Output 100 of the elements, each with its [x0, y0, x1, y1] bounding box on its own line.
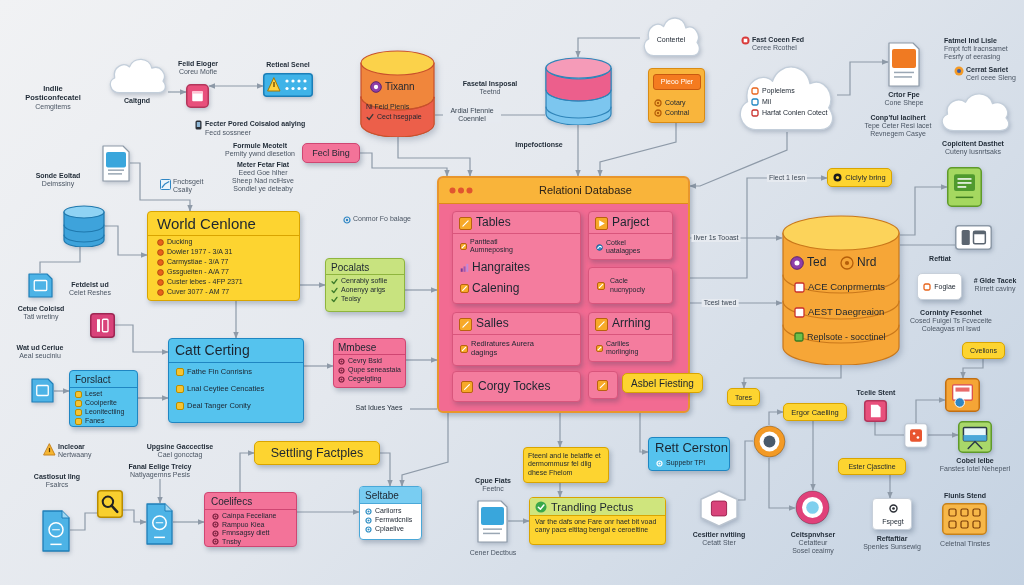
dice-icon	[904, 423, 928, 448]
card-panel	[204, 492, 297, 547]
connector-arrow	[689, 131, 788, 189]
list-item: Calening	[472, 282, 520, 296]
connector-arrow	[575, 124, 581, 177]
card-heading: Forslact	[75, 374, 111, 385]
connector-line	[874, 421, 905, 436]
card-heading: Salles	[476, 317, 509, 331]
card-panel	[333, 338, 406, 388]
connector-line	[39, 246, 81, 274]
connector-arrow	[507, 518, 530, 524]
connector-arrow	[405, 357, 438, 363]
connector-arrow	[597, 122, 677, 177]
connector-arrow	[104, 225, 148, 258]
document-icon	[477, 500, 508, 543]
connector-arrow	[927, 432, 959, 438]
document-icon	[146, 503, 173, 545]
node-text: Tixann	[385, 81, 415, 93]
card-panel	[147, 211, 300, 301]
connector-line	[409, 408, 438, 410]
ring-icon	[795, 490, 830, 525]
card-panel	[529, 497, 666, 545]
connector-arrow	[208, 83, 264, 89]
node-text: Replsote - socctinel	[807, 332, 886, 343]
connector-arrow	[114, 324, 169, 355]
connector-arrow	[575, 37, 641, 58]
card-heading: Pocalats	[331, 261, 370, 273]
monitor-icon	[958, 421, 992, 453]
connector-line	[899, 244, 956, 246]
connector-arrow	[167, 89, 187, 95]
connector-arrow	[741, 364, 842, 389]
connector-arrow	[899, 184, 948, 236]
node-text: Corgy Tockes	[478, 379, 551, 394]
connector-arrow	[768, 457, 796, 511]
card-panel	[359, 486, 422, 540]
connector-arrow	[299, 282, 326, 288]
label-tag: Fecl Bing	[302, 143, 360, 163]
hexagon-icon	[700, 490, 738, 527]
list-icon	[947, 167, 982, 207]
card-panel	[588, 211, 673, 260]
card-heading: Arrhing	[612, 317, 651, 331]
document-icon	[102, 145, 130, 182]
connector-arrow	[122, 509, 147, 525]
columns-icon	[90, 313, 115, 338]
connector-arrow	[557, 482, 563, 498]
search-icon	[97, 490, 123, 518]
document-icon	[31, 378, 54, 403]
node-text: Ted	[807, 256, 827, 270]
connector-arrow	[172, 519, 205, 525]
document-icon	[42, 510, 70, 552]
app-grid-icon	[942, 503, 987, 535]
connector-line	[69, 512, 98, 531]
label-tag: Asbel Fiesting	[622, 373, 703, 393]
card-heading: Coelifecs	[211, 496, 253, 507]
list-item: Hangraites	[472, 261, 531, 275]
connector-arrow	[639, 412, 649, 455]
connector-arrow	[404, 287, 438, 293]
card-panel	[452, 312, 581, 366]
card-heading: Trandling Pectus	[551, 500, 634, 514]
window-title: Relationi Database	[539, 184, 632, 196]
card-heading: Catt Certing	[175, 343, 250, 359]
connector-arrow	[239, 450, 255, 493]
connector-arrow	[379, 452, 393, 487]
connector-arrow	[960, 358, 984, 379]
card-panel	[69, 370, 138, 427]
connector-arrow	[137, 395, 169, 401]
connector-arrow	[399, 412, 449, 487]
image-icon	[945, 378, 980, 412]
label-tag: Settling Factples	[254, 441, 380, 465]
card-panel	[648, 437, 730, 471]
connector-arrow	[557, 412, 563, 448]
node-text: AEST Daegreaion	[808, 307, 885, 318]
connector-arrow	[397, 136, 473, 177]
card-heading: Mmbese	[338, 341, 377, 353]
document-icon	[28, 273, 53, 298]
connector-arrow	[810, 420, 816, 491]
label-tag	[827, 168, 892, 187]
card-heading: Rett Cerston	[655, 440, 728, 456]
connector-line	[737, 440, 754, 501]
connector-arrow	[157, 478, 163, 504]
connector-arrow	[768, 409, 784, 426]
target-icon	[753, 425, 786, 458]
warning-panel-icon	[263, 73, 313, 97]
connector-arrow	[296, 509, 360, 515]
connector-arrow	[233, 300, 239, 339]
connector-arrow	[836, 59, 889, 96]
card-heading: Parject	[612, 216, 650, 230]
card-panel	[452, 371, 581, 402]
document-icon	[864, 400, 887, 422]
label-tag	[917, 273, 962, 300]
card-panel	[588, 312, 673, 362]
card-heading: Tables	[476, 216, 511, 230]
card-heading: Seltabe	[365, 490, 399, 501]
database-icon	[63, 205, 105, 247]
node-text: Nrd	[857, 256, 877, 270]
connector-arrow	[303, 363, 334, 369]
connector-arrow	[359, 152, 450, 177]
connector-arrow	[129, 162, 193, 212]
connector-arrow	[915, 397, 946, 424]
connector-arrow	[53, 388, 70, 394]
